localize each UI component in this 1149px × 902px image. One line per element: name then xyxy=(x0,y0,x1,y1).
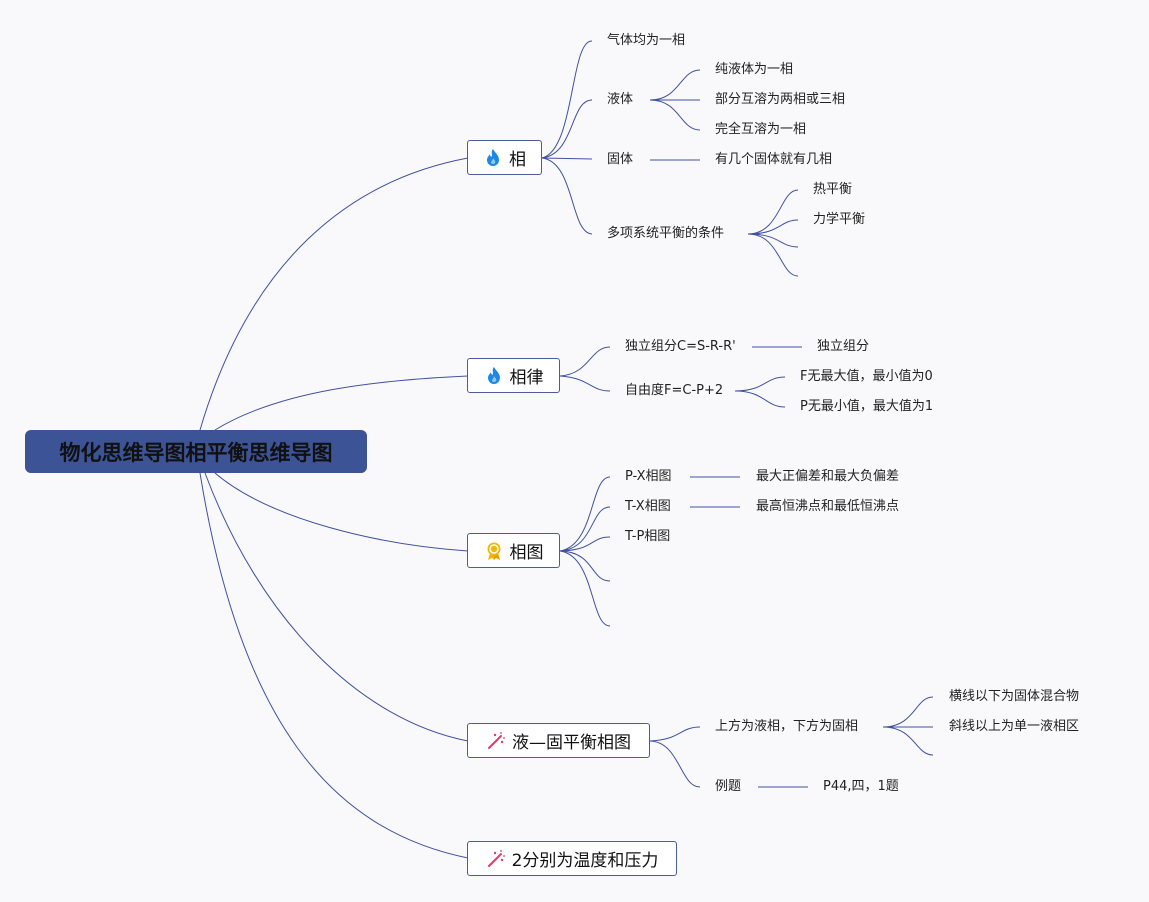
branch-liquid-solid[interactable]: 液—固平衡相图 xyxy=(467,723,650,758)
root-title: 物化思维导图相平衡思维导图 xyxy=(59,440,333,465)
node-tx-child[interactable]: 最高恒沸点和最低恒沸点 xyxy=(756,499,900,514)
node-equilibrium-child[interactable]: 热平衡 xyxy=(813,182,853,197)
node-solid[interactable]: 固体 xyxy=(607,152,634,167)
branch-phase-label: 相 xyxy=(509,150,526,170)
node-tp[interactable]: T-P相图 xyxy=(625,529,671,544)
node-upper[interactable]: 上方为液相，下方为固相 xyxy=(715,719,859,734)
node-upper-child[interactable]: 横线以下为固体混合物 xyxy=(949,689,1080,704)
node-components[interactable]: 独立组分C=S-R-R' xyxy=(625,339,736,354)
branch-phase-diagram-label: 相图 xyxy=(509,543,544,563)
node-freedom-child[interactable]: F无最大值，最小值为0 xyxy=(800,369,933,384)
branch-phase-rule-label: 相律 xyxy=(509,368,544,388)
node-gas[interactable]: 气体均为一相 xyxy=(607,33,686,48)
node-px-child[interactable]: 最大正偏差和最大负偏差 xyxy=(756,469,900,484)
branch-phase[interactable]: 相 xyxy=(467,140,542,175)
node-upper-child[interactable]: 斜线以上为单一液相区 xyxy=(949,719,1080,734)
node-example-child[interactable]: P44,四，1题 xyxy=(823,779,899,794)
node-px[interactable]: P-X相图 xyxy=(625,469,672,484)
fire-icon xyxy=(483,148,503,168)
node-freedom-child[interactable]: P无最小值，最大值为1 xyxy=(800,399,934,414)
node-tx[interactable]: T-X相图 xyxy=(625,499,671,514)
node-example[interactable]: 例题 xyxy=(715,779,742,794)
node-liquid[interactable]: 液体 xyxy=(607,92,634,107)
root-topic[interactable]: 物化思维导图相平衡思维导图 xyxy=(25,430,367,473)
node-liquid-child[interactable]: 完全互溶为一相 xyxy=(715,122,807,137)
node-liquid-child[interactable]: 纯液体为一相 xyxy=(715,62,794,77)
fire-icon xyxy=(484,366,504,386)
node-liquid-child[interactable]: 部分互溶为两相或三相 xyxy=(715,92,846,107)
branch-phase-rule[interactable]: 相律 xyxy=(467,358,560,393)
magic-wand-icon xyxy=(486,849,506,869)
medal-icon xyxy=(484,541,504,561)
branch-liquid-solid-label: 液—固平衡相图 xyxy=(512,733,631,753)
node-solid-child[interactable]: 有几个固体就有几相 xyxy=(715,152,833,167)
node-equilibrium[interactable]: 多项系统平衡的条件 xyxy=(607,226,725,241)
node-freedom[interactable]: 自由度F=C-P+2 xyxy=(625,383,724,398)
branch-temp-pressure-label: 2分别为温度和压力 xyxy=(511,851,659,871)
node-components-child[interactable]: 独立组分 xyxy=(817,339,870,354)
node-equilibrium-child[interactable]: 力学平衡 xyxy=(813,212,866,227)
magic-wand-icon xyxy=(486,731,506,751)
branch-temp-pressure[interactable]: 2分别为温度和压力 xyxy=(467,841,677,876)
branch-phase-diagram[interactable]: 相图 xyxy=(467,533,560,568)
